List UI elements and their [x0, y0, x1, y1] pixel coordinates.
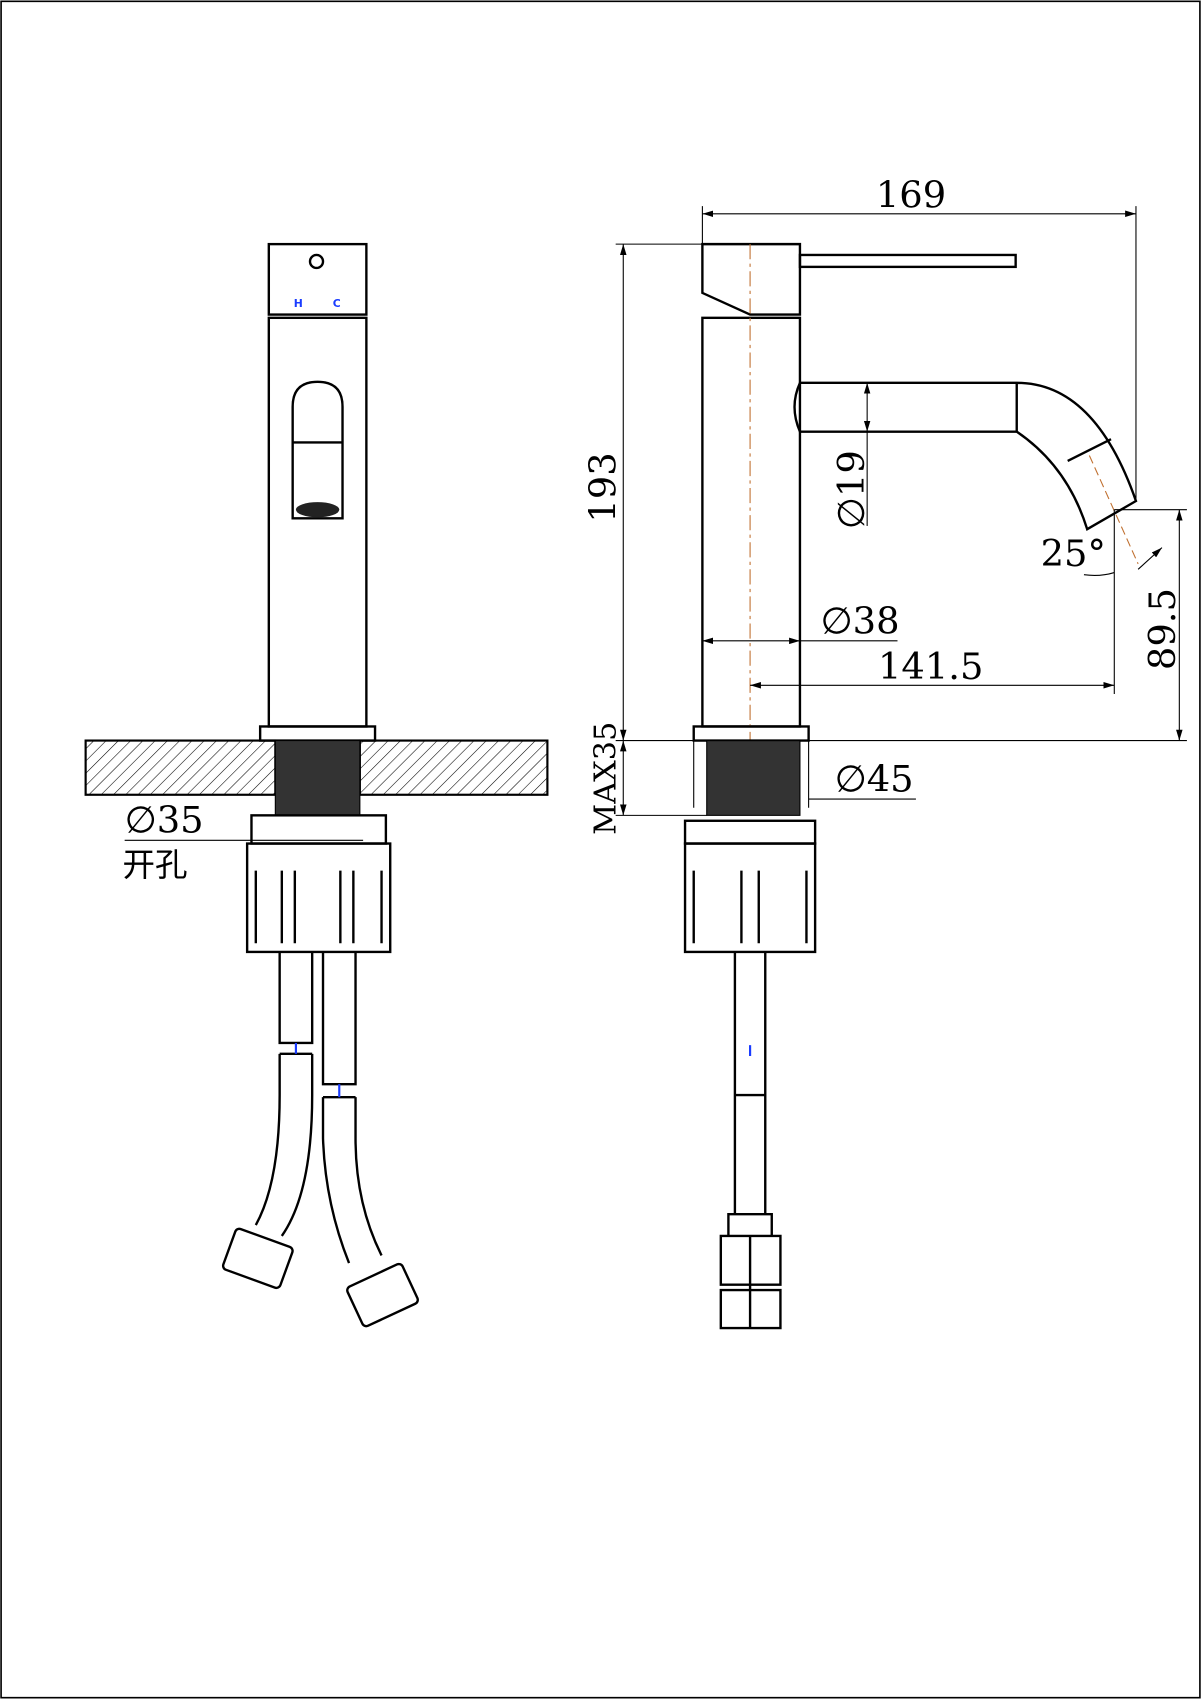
spout — [793, 381, 1138, 531]
handle-cap — [267, 242, 368, 316]
body-diameter-label: ∅38 — [821, 599, 900, 642]
front-view: H C ∅35 开孔 — [84, 242, 549, 1328]
hose-nut-hot — [221, 1227, 294, 1290]
aerator — [295, 502, 340, 518]
counter-right — [358, 739, 549, 796]
threaded-shank — [274, 740, 361, 816]
hose-nut-cold — [346, 1262, 419, 1328]
hose-nut-side — [719, 1213, 782, 1330]
hose-hot — [254, 951, 314, 1237]
lever-slot — [291, 380, 344, 520]
nut-ring — [250, 814, 388, 845]
extension-lines — [701, 206, 1137, 502]
extension-lines — [693, 740, 810, 808]
flange — [258, 725, 377, 742]
dimensions: 169 193 ∅19 ∅38 141.5 89.5 25° MAX35 ∅45 — [582, 173, 1187, 835]
faucet-body — [267, 316, 368, 728]
flange-side — [692, 725, 810, 742]
hose-side — [733, 951, 767, 1215]
nut-ring-side — [683, 819, 817, 845]
nut-slots-side — [692, 870, 808, 944]
side-view — [683, 242, 1139, 1330]
faucet-body-side — [701, 316, 802, 728]
flange-diameter-label: ∅45 — [835, 758, 914, 801]
overall-length-label: 169 — [876, 173, 946, 216]
hole-diameter-label: ∅35 — [125, 799, 204, 842]
hole-label: 开孔 — [122, 846, 187, 884]
mounting-nut — [245, 842, 392, 954]
hot-mark: H — [294, 297, 303, 310]
counter-left — [84, 739, 277, 796]
max-thickness-label: MAX35 — [589, 722, 624, 835]
spout-angle-label: 25° — [1041, 532, 1106, 575]
angle-arc — [1083, 548, 1162, 576]
hose-cold — [321, 951, 383, 1264]
cold-mark: C — [333, 297, 341, 310]
lever-handle — [798, 253, 1017, 269]
threaded-shank-side — [706, 740, 801, 816]
spout-reach-label: 141.5 — [878, 645, 983, 688]
overall-height-label: 193 — [582, 452, 625, 522]
indicator-hole — [308, 253, 325, 270]
spout-height-label: 89.5 — [1141, 588, 1184, 670]
handle-cap-side — [701, 242, 802, 316]
nut-slots — [254, 870, 383, 944]
extension-lines — [615, 243, 1187, 742]
mounting-nut-side — [683, 842, 817, 954]
spout-diameter-label: ∅19 — [830, 450, 873, 529]
